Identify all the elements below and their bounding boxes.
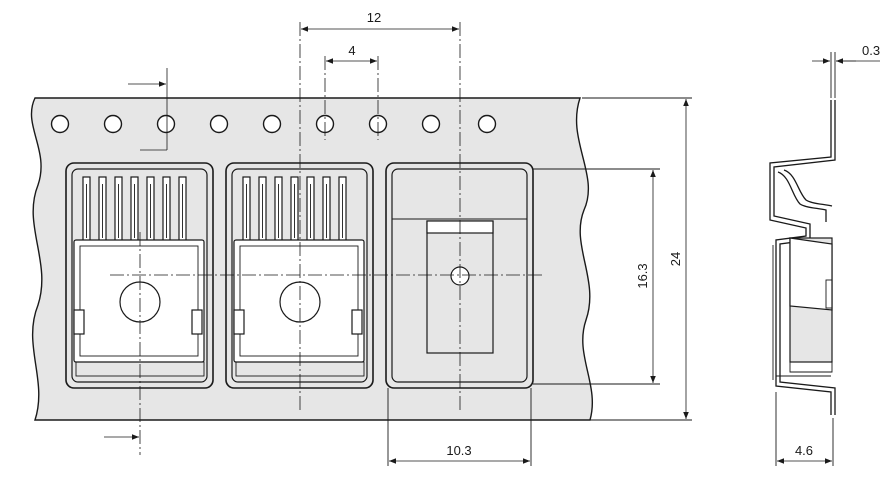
sprocket-hole [156,114,176,134]
side-section-view [769,100,836,415]
section-cut-line [104,68,168,440]
dim-depth: 4.6 [795,443,813,458]
pocket-with-component-2 [225,162,374,389]
sprocket-holes [50,114,497,134]
dim-pocket-length: 16.3 [635,263,650,288]
sprocket-hole [262,114,282,134]
sprocket-hole [209,114,229,134]
dim-sprocket-pitch: 4 [348,43,355,58]
dim-thickness: 0.3 [862,43,880,58]
pocket-with-component-1 [65,162,214,389]
sprocket-hole [103,114,123,134]
dim-tape-width: 24 [668,252,683,266]
sprocket-hole [50,114,70,134]
dim-pocket-width: 10.3 [446,443,471,458]
sprocket-hole [477,114,497,134]
component-leads [82,176,187,244]
empty-pocket [385,162,534,389]
dim-pocket-pitch: 12 [367,10,381,25]
sprocket-hole [421,114,441,134]
component-leads [242,176,347,244]
